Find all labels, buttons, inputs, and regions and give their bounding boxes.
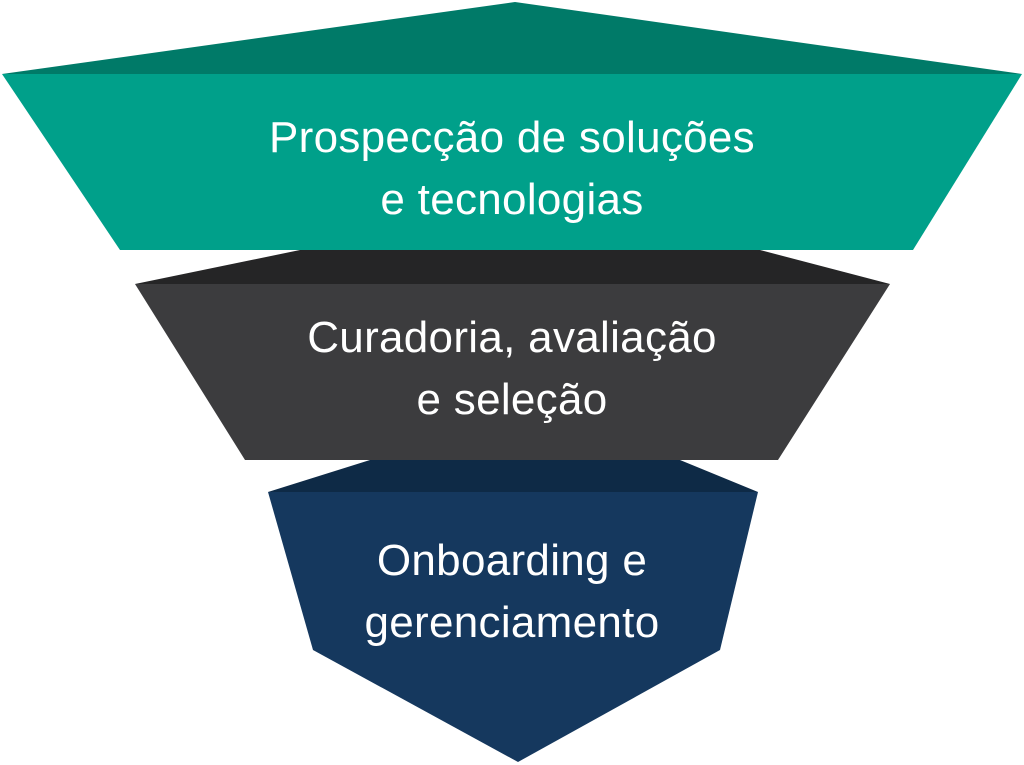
stage-3-front-face (268, 492, 758, 762)
stage-1-label-line-2: e tecnologias (380, 175, 644, 224)
stage-3-top-face (268, 460, 758, 492)
stage-2-label: Curadoria, avaliação e seleção (0, 307, 1024, 431)
stage-1-label-line-1: Prospecção de soluções (268, 113, 755, 162)
stage-2-top-face (135, 250, 890, 284)
stage-3-label: Onboarding e gerenciamento (0, 530, 1024, 654)
stage-1-top-face (2, 2, 1022, 74)
stage-1-front-face (2, 74, 1022, 250)
stage-3-label-line-2: gerenciamento (364, 598, 660, 647)
stage-2-label-line-2: e seleção (416, 375, 608, 424)
stage-3-label-line-1: Onboarding e (376, 536, 648, 585)
stage-2-label-line-1: Curadoria, avaliação (307, 313, 717, 362)
stage-1-label: Prospecção de soluções e tecnologias (0, 107, 1024, 231)
stage-2-front-face (135, 284, 890, 460)
